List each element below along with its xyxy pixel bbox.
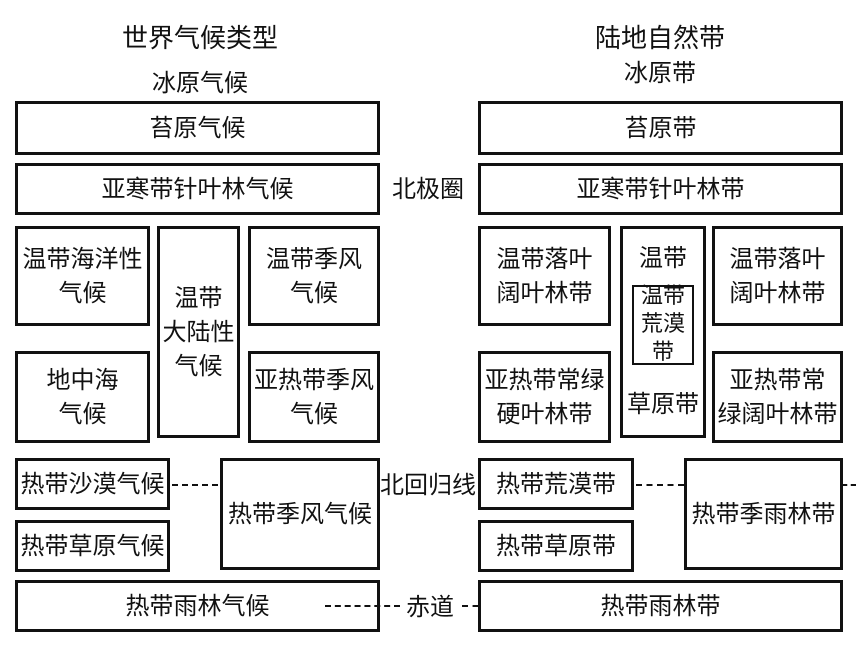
- tropic-line-right-b: [636, 484, 684, 486]
- equator-label: 赤道: [406, 593, 454, 621]
- subarctic-climate-box: 亚寒带针叶林气候: [15, 163, 380, 215]
- grassland-label: 草原带: [627, 390, 699, 418]
- subtropical-sclerophyll-box: 亚热带常绿 硬叶林带: [478, 351, 611, 443]
- temperate-maritime-box: 温带海洋性 气候: [15, 226, 150, 326]
- tundra-climate-box: 苔原气候: [15, 101, 380, 155]
- tropical-rainforest-zone-box: 热带雨林带: [478, 580, 843, 632]
- subtropical-evergreen-box: 亚热带常 绿阔叶林带: [712, 351, 843, 443]
- left-title: 世界气候类型: [121, 24, 278, 54]
- tropical-grassland-climate-box: 热带草原气候: [15, 520, 170, 572]
- tropic-line-right-c: [842, 484, 856, 486]
- mediterranean-box: 地中海 气候: [15, 351, 150, 443]
- temperate-steppe-box: 温带 温带 荒漠带 草原带: [620, 226, 706, 438]
- tropical-rainforest-climate-box: 热带雨林气候: [15, 580, 380, 632]
- temperate-label: 温带: [639, 244, 687, 272]
- tropical-monsoon-climate-box: 热带季风气候: [220, 458, 380, 570]
- temperate-deciduous-left-box: 温带落叶 阔叶林带: [478, 226, 611, 326]
- tropical-desert-zone-box: 热带荒漠带: [478, 458, 634, 510]
- taiga-zone-box: 亚寒带针叶林带: [478, 163, 843, 215]
- tundra-zone-box: 苔原带: [478, 101, 843, 155]
- temperate-desert-box: 温带 荒漠带: [632, 284, 694, 365]
- subtropical-monsoon-box: 亚热带季风 气候: [248, 351, 380, 443]
- tropic-of-cancer-label: 北回归线: [380, 471, 476, 499]
- temperate-deciduous-right-box: 温带落叶 阔叶林带: [712, 226, 843, 326]
- tropical-monsoon-forest-box: 热带季雨林带: [684, 458, 843, 570]
- equator-line-left: [325, 605, 400, 607]
- right-title: 陆地自然带: [594, 24, 725, 54]
- tropic-line-left-a: [172, 484, 218, 486]
- arctic-circle-label: 北极圈: [392, 175, 464, 203]
- tropical-grassland-zone-box: 热带草原带: [478, 520, 634, 572]
- right-ice-zone-label: 冰原带: [624, 59, 696, 87]
- temperate-monsoon-box: 温带季风 气候: [248, 226, 380, 326]
- temperate-continental-box: 温带 大陆性 气候: [157, 226, 240, 438]
- tropical-desert-climate-box: 热带沙漠气候: [15, 458, 170, 510]
- left-ice-climate-label: 冰原气候: [152, 69, 248, 97]
